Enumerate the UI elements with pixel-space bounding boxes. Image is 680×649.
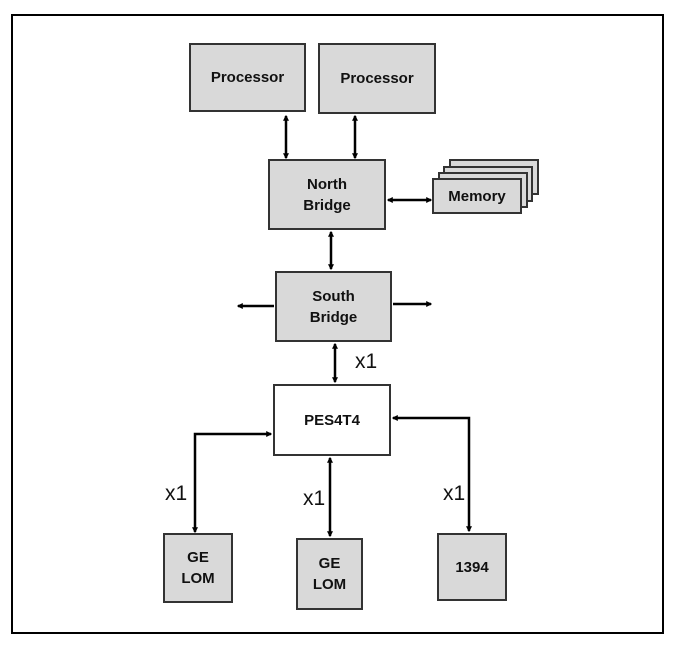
ge-lom-1-label-line1: GE <box>187 549 209 566</box>
memory-label: Memory <box>448 187 506 205</box>
south-bridge-box: South Bridge <box>275 271 392 342</box>
south-pes-x1-label: x1 <box>355 350 378 373</box>
pes4t4-switch-box: PES4T4 <box>273 384 391 456</box>
firewire-1394-box: 1394 <box>437 533 507 601</box>
ge-lom-2-label-line1: GE <box>318 555 341 572</box>
memory-box: Memory <box>432 178 522 214</box>
processor-1-label: Processor <box>210 69 285 86</box>
ge-lom-2-box: GE LOM <box>296 538 363 610</box>
left-link-x1-label: x1 <box>165 482 188 505</box>
processor-2-label: Processor <box>340 70 414 87</box>
north-bridge-box: North Bridge <box>268 159 386 230</box>
right-link-x1-label: x1 <box>443 482 466 505</box>
processor-2-box: Processor <box>318 43 436 114</box>
south-bridge-label-line2: Bridge <box>309 308 358 326</box>
ge-lom-1-label-line2: LOM <box>181 570 215 587</box>
ge-lom-1-box: GE LOM <box>163 533 233 603</box>
center-link-x1-label: x1 <box>303 487 326 510</box>
processor-1-box: Processor <box>189 43 306 112</box>
ge-lom-2-label-line2: LOM <box>312 576 347 593</box>
pes-1394-link <box>391 415 472 533</box>
north-bridge-label-line2: Bridge <box>303 196 351 214</box>
pes-gelom1-link <box>192 431 273 534</box>
south-bridge-label-line1: South <box>312 287 355 305</box>
firewire-1394-label: 1394 <box>455 558 489 576</box>
pes4t4-label: PES4T4 <box>304 411 360 429</box>
diagram-frame <box>11 14 664 634</box>
north-bridge-label-line1: North <box>307 175 347 193</box>
